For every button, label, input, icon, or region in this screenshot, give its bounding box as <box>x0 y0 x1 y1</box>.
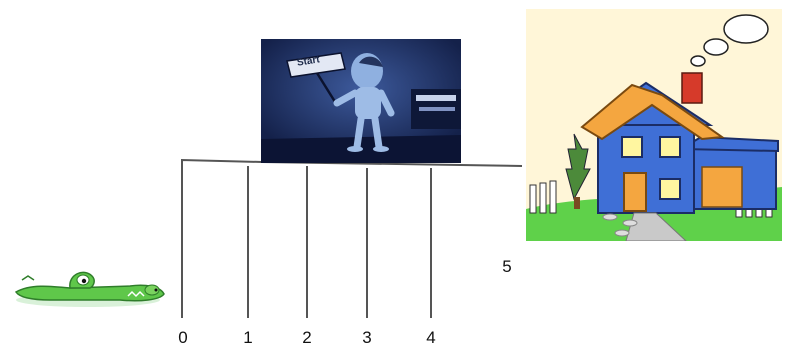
tick-label-2: 2 <box>302 328 312 347</box>
tick-label-5: 5 <box>502 257 512 276</box>
house-icon <box>526 9 782 241</box>
baseline <box>181 158 523 318</box>
tick-label-4: 4 <box>426 328 436 347</box>
ghost-figure-icon <box>261 39 461 163</box>
tick-label-1: 1 <box>243 328 253 347</box>
start-ghost-picture: Start <box>261 39 461 163</box>
tick-label-0: 0 <box>178 328 188 347</box>
crocodile-icon <box>14 271 165 307</box>
tick-label-3: 3 <box>362 328 372 347</box>
